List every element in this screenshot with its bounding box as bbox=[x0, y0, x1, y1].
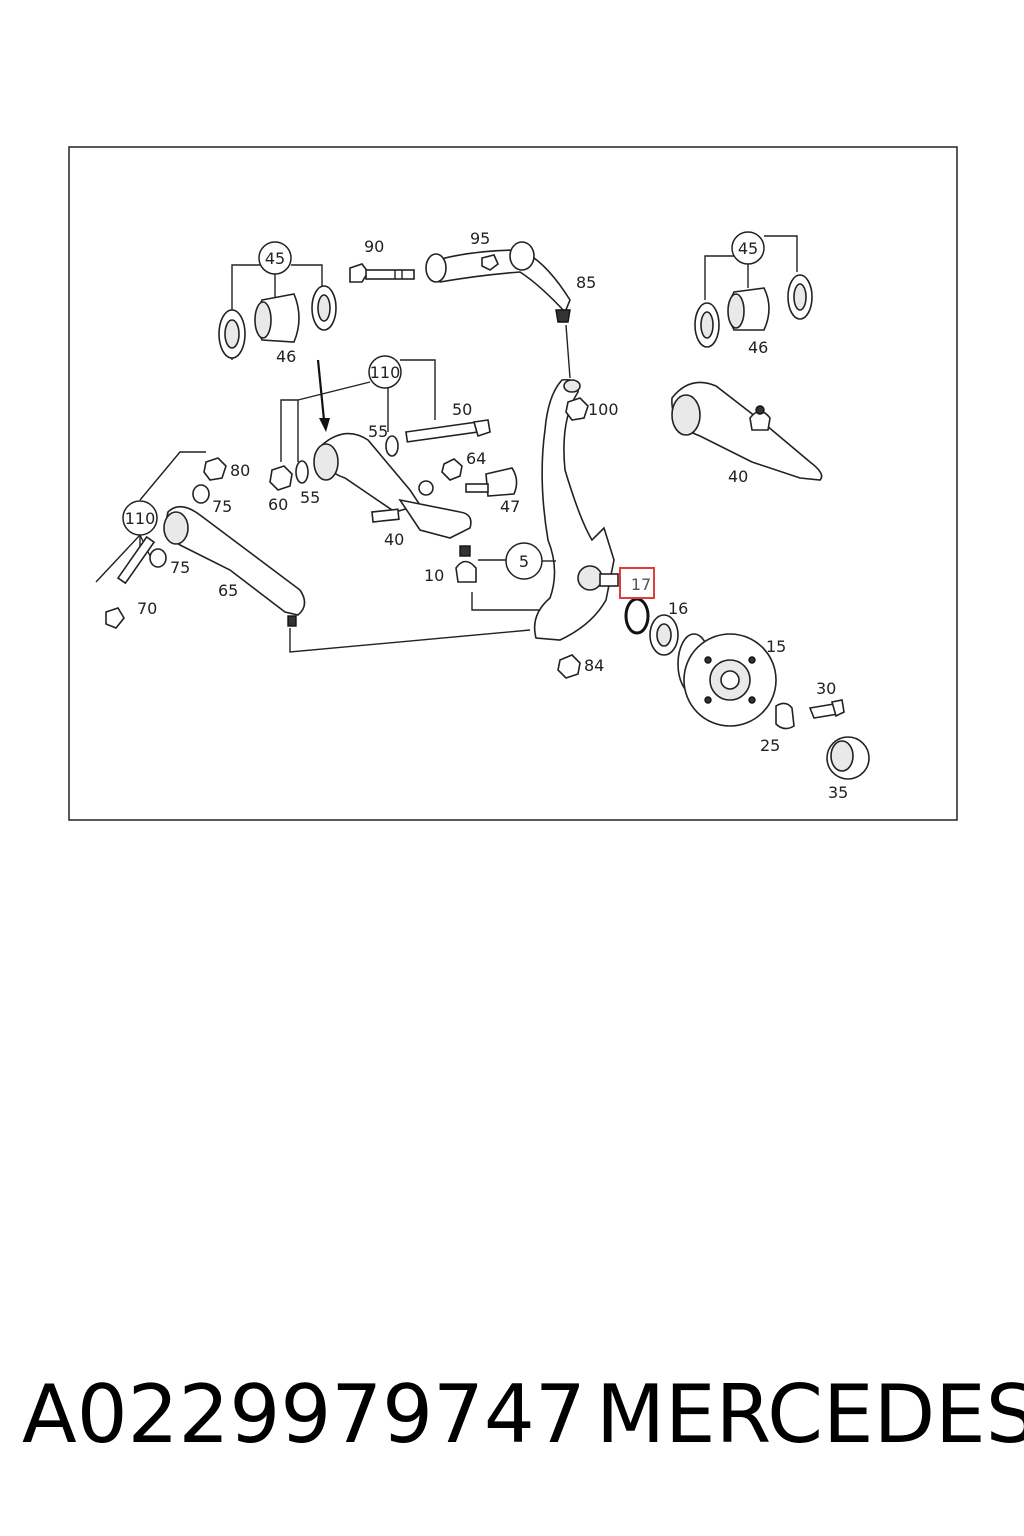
label-5: 5 bbox=[519, 552, 529, 571]
label-95: 95 bbox=[470, 229, 490, 248]
highlight-box[interactable] bbox=[619, 567, 655, 599]
label-75-lower: 75 bbox=[170, 558, 190, 577]
label-46-right: 46 bbox=[748, 338, 768, 357]
hub-assembly bbox=[557, 597, 777, 727]
brand-name: MERCEDES bbox=[596, 1368, 1024, 1461]
label-65: 65 bbox=[218, 581, 238, 600]
label-16: 16 bbox=[668, 599, 688, 618]
label-15: 15 bbox=[766, 637, 786, 656]
label-47: 47 bbox=[500, 497, 520, 516]
label-45-right: 45 bbox=[738, 239, 758, 258]
label-45-left: 45 bbox=[265, 249, 285, 268]
small-parts bbox=[775, 699, 870, 780]
bushing-set-right bbox=[694, 231, 813, 348]
upper-control-arm-85 bbox=[425, 241, 571, 323]
steering-knuckle-5 bbox=[478, 324, 619, 641]
bolt-90 bbox=[349, 263, 415, 283]
label-80: 80 bbox=[230, 461, 250, 480]
callout-110-left bbox=[122, 500, 158, 536]
direction-arrow bbox=[316, 359, 330, 432]
label-25: 25 bbox=[760, 736, 780, 755]
label-75-upper: 75 bbox=[212, 497, 232, 516]
label-55-lower: 55 bbox=[300, 488, 320, 507]
label-50: 50 bbox=[452, 400, 472, 419]
label-55-upper: 55 bbox=[368, 422, 388, 441]
hardware-group-110-center bbox=[269, 355, 518, 539]
footer: A0229979747 MERCEDES bbox=[0, 1368, 1024, 1468]
label-64: 64 bbox=[466, 449, 486, 468]
label-40-center: 40 bbox=[384, 530, 404, 549]
label-70: 70 bbox=[137, 599, 157, 618]
label-100: 100 bbox=[588, 400, 619, 419]
bushing-set-left bbox=[218, 241, 337, 360]
label-10: 10 bbox=[424, 566, 444, 585]
label-90: 90 bbox=[364, 237, 384, 256]
label-85: 85 bbox=[576, 273, 596, 292]
part-labels: 45 46 90 95 85 45 46 110 55 50 100 80 75… bbox=[125, 229, 849, 802]
control-arm-40-right bbox=[671, 381, 823, 481]
callout-110-center bbox=[368, 355, 402, 389]
callout-45-left bbox=[258, 241, 292, 275]
seal-ring-17 bbox=[624, 597, 650, 635]
label-84: 84 bbox=[584, 656, 604, 675]
ball-joint-10 bbox=[455, 545, 540, 611]
label-30: 30 bbox=[816, 679, 836, 698]
label-17: 17 bbox=[631, 575, 651, 594]
label-40-right: 40 bbox=[728, 467, 748, 486]
label-60: 60 bbox=[268, 495, 288, 514]
hardware-group-110-left bbox=[95, 451, 531, 653]
label-110-left: 110 bbox=[125, 509, 156, 528]
part-number: A0229979747 bbox=[22, 1368, 586, 1461]
label-110-center: 110 bbox=[370, 363, 401, 382]
label-35: 35 bbox=[828, 783, 848, 802]
highlighted-part-17[interactable]: 17 bbox=[619, 567, 655, 599]
label-46-left: 46 bbox=[276, 347, 296, 366]
callout-45-right bbox=[731, 231, 765, 265]
